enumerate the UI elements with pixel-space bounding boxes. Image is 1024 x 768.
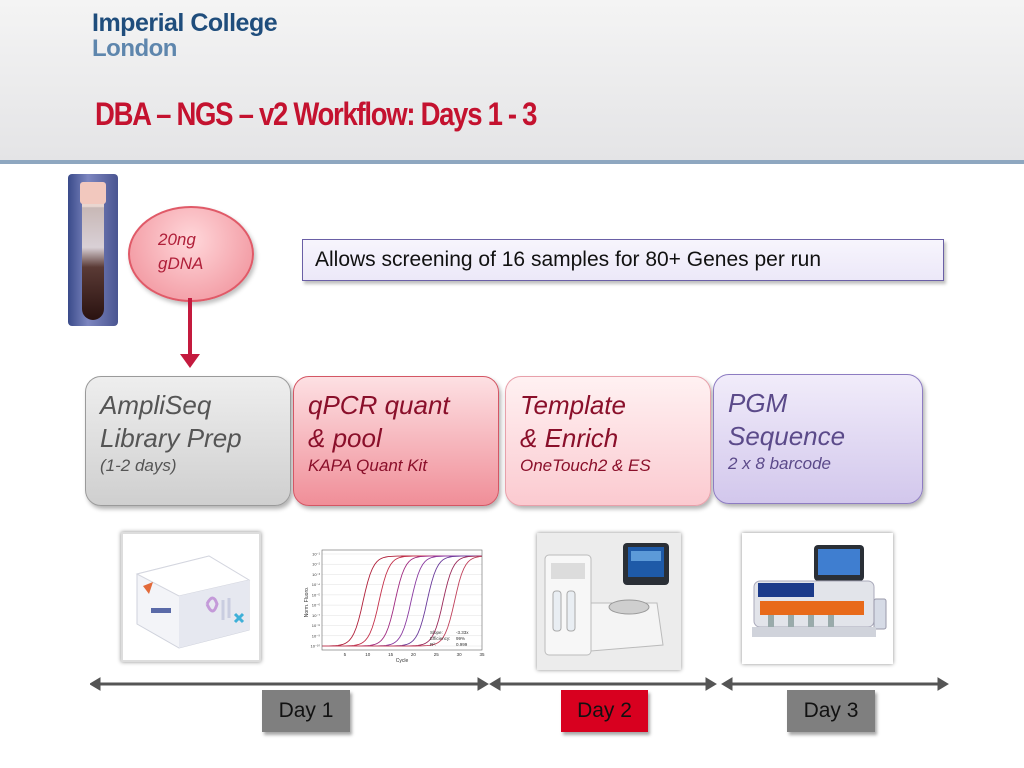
pgm-sequencer-photo (742, 533, 893, 664)
header-divider (0, 160, 1024, 164)
step-title-line-1: PGM (728, 388, 788, 418)
arrowhead-right-icon (937, 677, 949, 691)
arrowhead-left-icon (489, 677, 501, 691)
onetouch-instrument-photo (537, 533, 681, 670)
arrowhead-left-icon (90, 677, 101, 691)
ampliseq-kit-photo (121, 532, 261, 662)
blood-tube-cap (80, 182, 106, 204)
pgm-sequencer-illustration (742, 533, 893, 664)
onetouch-instrument-illustration (537, 533, 681, 670)
step-title-line-1: AmpliSeq (100, 390, 212, 420)
qpcr-y-tick: 10⁻⁷ (312, 613, 321, 618)
qpcr-x-tick: 5 (344, 652, 347, 657)
logo-line-2: London (92, 35, 177, 62)
sample-type: gDNA (158, 254, 204, 273)
step-template-enrich: Template & Enrich OneTouch2 & ES (505, 376, 711, 506)
down-arrow-shaft (188, 298, 192, 360)
step-subtitle: KAPA Quant Kit (308, 456, 428, 475)
day-1-label: Day 1 (262, 690, 350, 732)
imperial-college-logo: Imperial College London (92, 9, 278, 62)
qpcr-xlabel: Cycle (396, 658, 409, 664)
arrowhead-right-icon (705, 677, 717, 691)
qpcr-x-tick: 20 (411, 652, 417, 657)
step-title-line-1: qPCR quant (308, 390, 450, 420)
qpcr-stat-r2-label: R²: (430, 642, 436, 647)
arrowhead-right-icon (477, 677, 489, 691)
qpcr-y-tick: 10⁻¹ (312, 552, 321, 557)
qpcr-x-ticks: 5 10 15 20 25 30 35 (344, 652, 485, 657)
step-title-line-2: & pool (308, 423, 382, 453)
qpcr-stat-slope-label: Slope: (430, 630, 443, 635)
qpcr-stat-slope-value: -3.33x (456, 630, 469, 635)
qpcr-stat-r2-value: 0.999 (456, 642, 468, 647)
info-box: Allows screening of 16 samples for 80+ G… (302, 239, 944, 281)
day-3-label: Day 3 (787, 690, 875, 732)
slide-header: Imperial College London DBA – NGS – v2 W… (0, 0, 1024, 162)
timeline-arrows (90, 677, 949, 691)
qpcr-x-tick: 10 (365, 652, 371, 657)
step-title-line-2: Sequence (728, 421, 846, 451)
qpcr-y-ticks: 10⁻¹ 10⁻² 10⁻³ 10⁻⁴ 10⁻⁵ 10⁻⁶ 10⁻⁷ 10⁻⁸ 10⁻⁹ 10⁻¹… (311, 552, 321, 649)
qpcr-x-tick: 30 (457, 652, 463, 657)
qpcr-y-tick: 10⁻² (312, 562, 321, 567)
step-subtitle: (1-2 days) (100, 456, 177, 475)
qpcr-stat-efficiency-value: 99% (456, 636, 465, 641)
qpcr-y-tick: 10⁻⁴ (312, 582, 321, 587)
blood-tube-image (68, 174, 118, 326)
step-ampliseq-library-prep: AmpliSeq Library Prep (1-2 days) (85, 376, 291, 506)
step-qpcr-quant-pool: qPCR quant & pool KAPA Quant Kit (293, 376, 499, 506)
qpcr-amplification-plot: Norm. Fluoro. 10⁻¹10⁻²10⁻³10⁻⁴10⁻⁵10⁻⁶10… (302, 542, 488, 664)
qpcr-y-tick: 10⁻¹⁰ (311, 644, 321, 649)
qpcr-curves (322, 555, 483, 647)
slide-title: DBA – NGS – v2 Workflow: Days 1 - 3 (95, 96, 537, 132)
step-subtitle: OneTouch2 & ES (520, 456, 651, 475)
qpcr-y-tick: 10⁻⁹ (312, 633, 321, 638)
sample-amount-circle: 20ng gDNA (128, 206, 254, 302)
qpcr-stat-efficiency-label: Efficiency: (430, 636, 450, 641)
arrowhead-left-icon (721, 677, 733, 691)
logo-line-1: Imperial College (92, 9, 278, 37)
qpcr-ylabel: Norm. Fluoro. (304, 587, 310, 618)
step-pgm-sequence: PGM Sequence 2 x 8 barcode (713, 374, 923, 504)
qpcr-y-tick: 10⁻³ (312, 572, 321, 577)
ampliseq-kit-illustration (135, 555, 251, 649)
qpcr-grid (322, 553, 482, 647)
sample-amount: 20ng (158, 230, 196, 249)
qpcr-y-tick: 10⁻⁵ (312, 592, 321, 597)
qpcr-amplification-curve (322, 555, 483, 647)
down-arrow-icon (180, 354, 200, 368)
qpcr-x-tick: 15 (388, 652, 394, 657)
day-2-label: Day 2 (561, 690, 648, 732)
step-title-line-2: & Enrich (520, 423, 619, 453)
qpcr-x-tick: 35 (479, 652, 485, 657)
qpcr-stats: Slope: -3.33x Efficiency: 99% R²: 0.999 (430, 630, 469, 647)
step-title-line-1: Template (520, 390, 626, 420)
step-title-line-2: Library Prep (100, 423, 242, 453)
qpcr-y-tick: 10⁻⁸ (312, 623, 321, 628)
qpcr-x-tick: 25 (434, 652, 440, 657)
step-subtitle: 2 x 8 barcode (728, 454, 832, 473)
qpcr-y-tick: 10⁻⁶ (312, 603, 321, 608)
blood-tube-contents (82, 188, 104, 320)
